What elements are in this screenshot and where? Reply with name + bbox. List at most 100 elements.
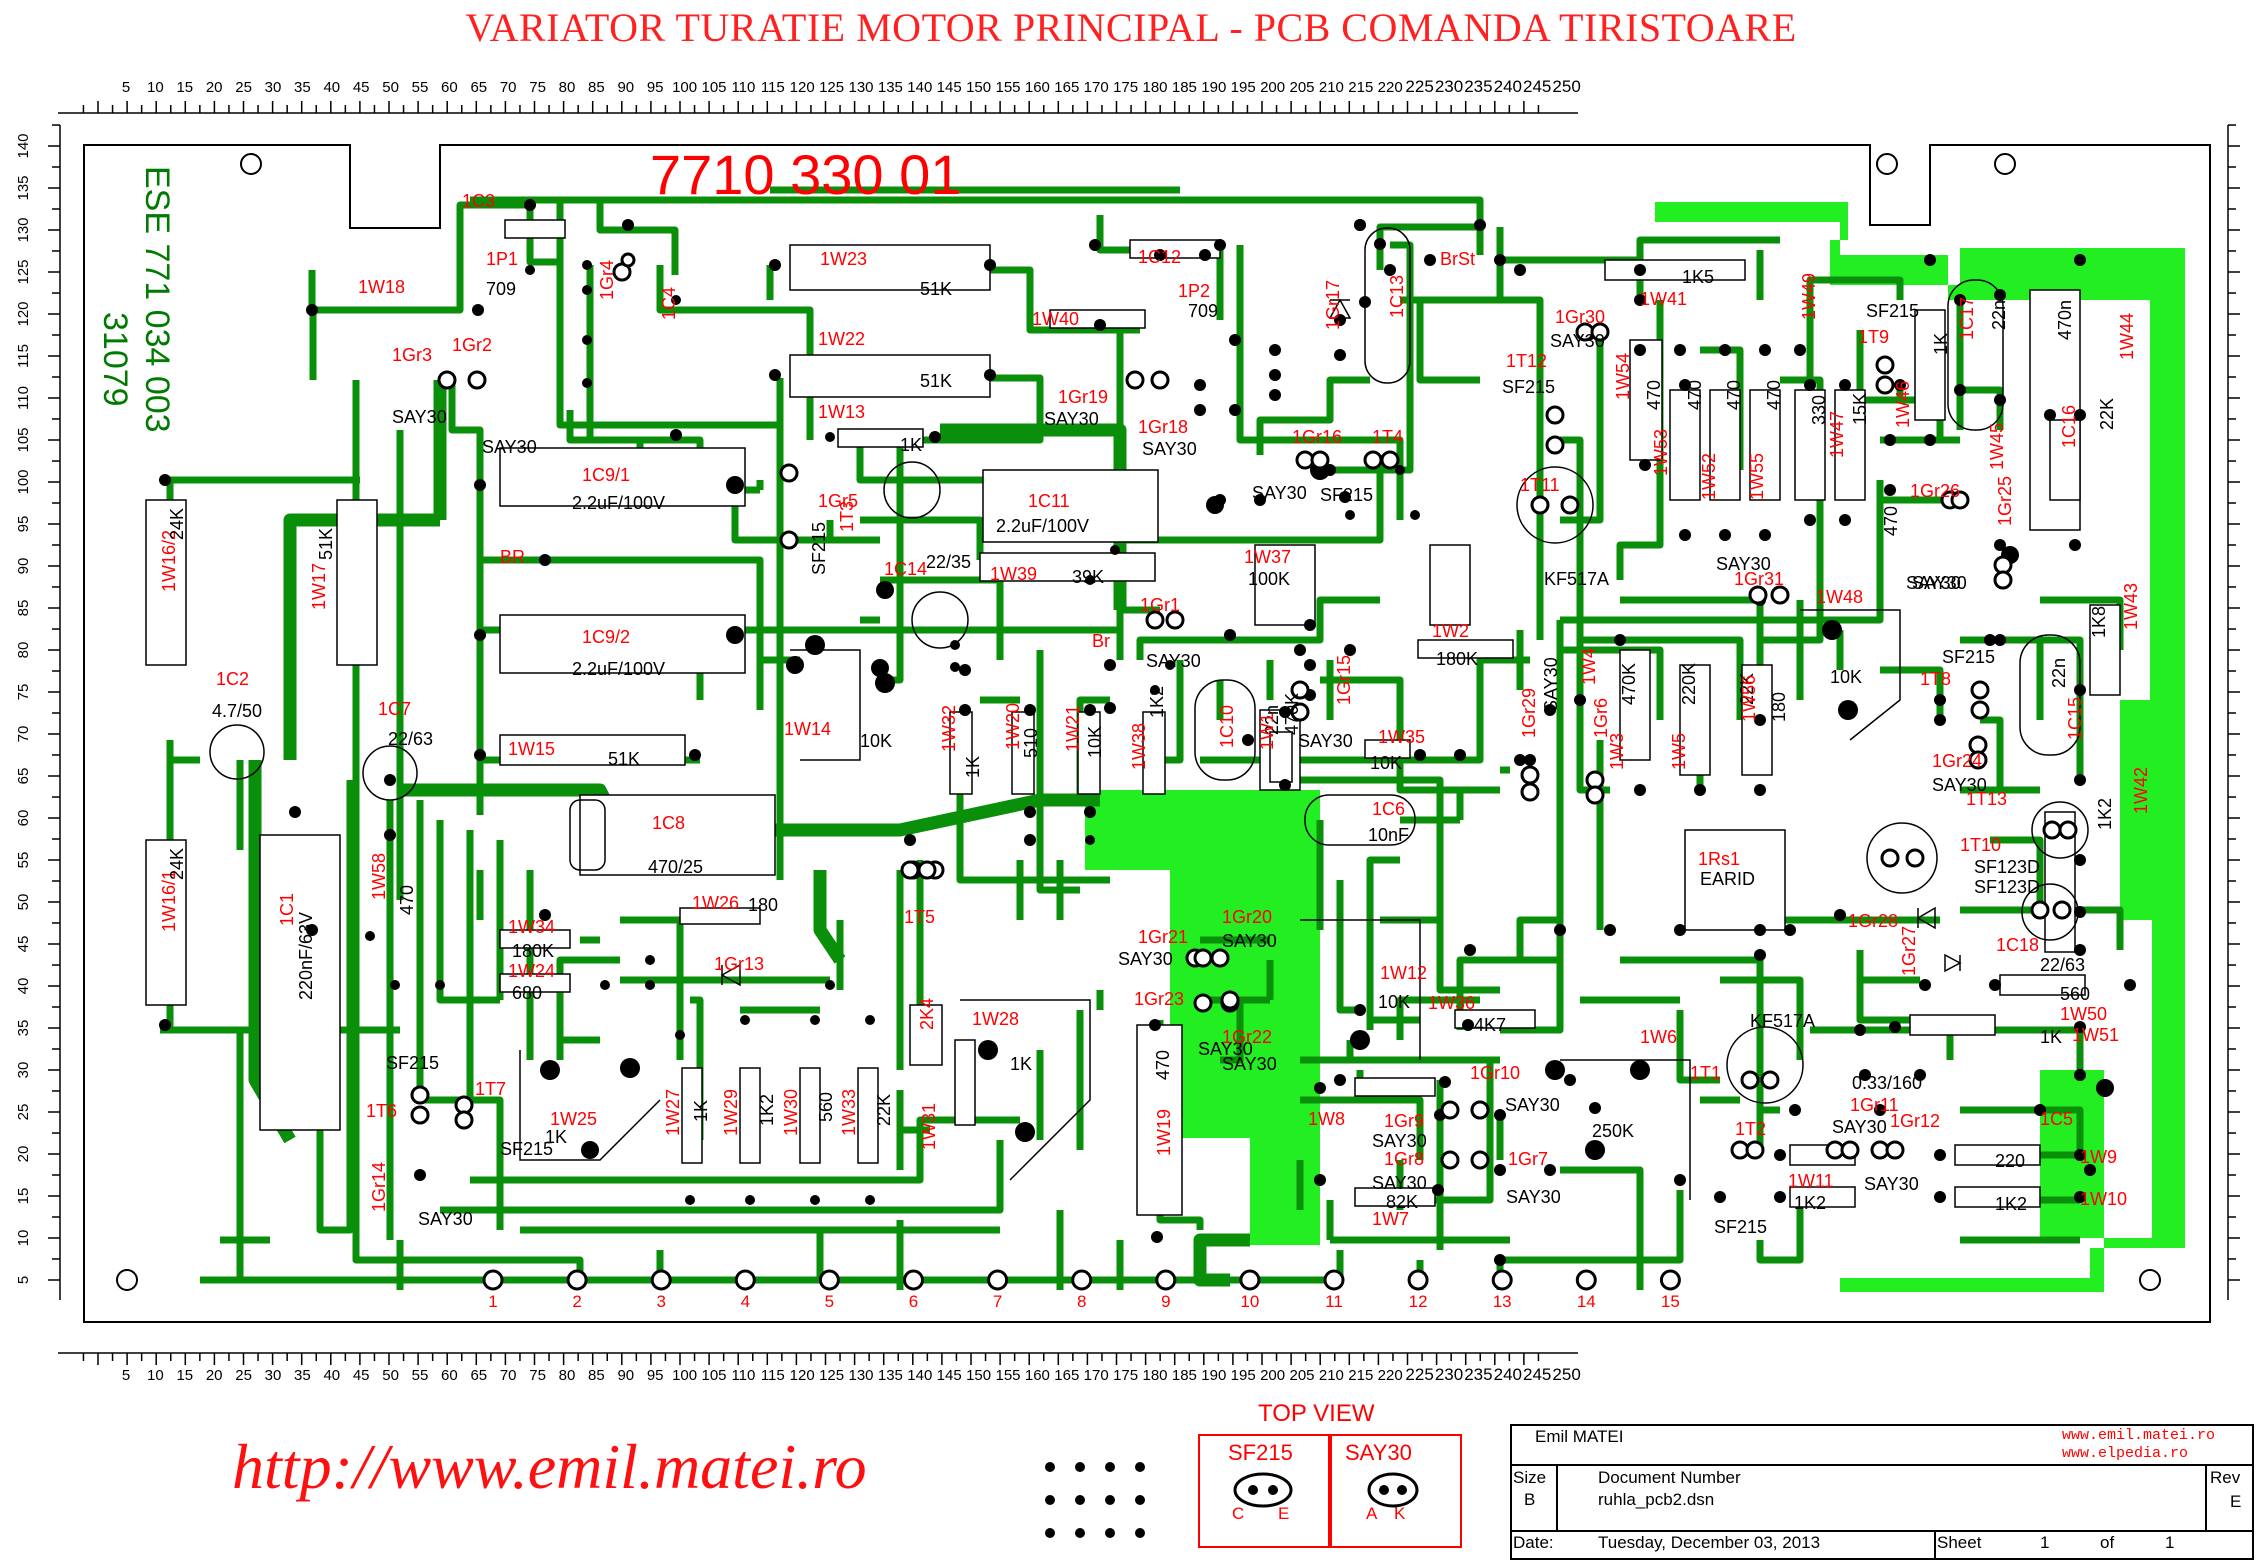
connector-number: 12 (1408, 1292, 1428, 1311)
component-value-label: 1K (2040, 1027, 2063, 1047)
component-ref-label: 1Gr29 (1519, 687, 1539, 738)
ruler-tick-label: 195 (1231, 1367, 1256, 1384)
ruler-tick-label: 150 (966, 79, 991, 96)
component-value-label: SAY30 (1932, 775, 1987, 795)
ruler-tick-label: 75 (15, 684, 32, 701)
component-value-label: 510 (1021, 727, 1041, 758)
component-ref-label: 1T9 (1858, 327, 1890, 347)
website-link[interactable]: http://www.emil.matei.ro (232, 1431, 867, 1502)
title-block-link2[interactable]: www.elpedia.ro (2062, 1445, 2189, 1462)
title-block-sheet-label: Sheet (1937, 1533, 1982, 1552)
ruler-tick-label: 50 (382, 79, 399, 96)
drawing-title: VARIATOR TURATIE MOTOR PRINCIPAL - PCB C… (465, 5, 1797, 50)
component-ref-label: 1W31 (919, 1102, 939, 1150)
component-value-label: 250K (1592, 1121, 1635, 1141)
component-value-label: SAY30 (1222, 931, 1277, 951)
top-view-sf215-name: SF215 (1228, 1440, 1293, 1465)
component-ref-label: 1W37 (1244, 547, 1292, 567)
ruler-tick-label: 110 (731, 1367, 755, 1384)
component-ref-label: 1Gr14 (369, 1161, 389, 1212)
ruler-tick-label: 110 (731, 79, 755, 96)
component-ref-label: 1W46 (1893, 380, 1913, 428)
component-value-label: 220K (1679, 662, 1699, 705)
component-value-label: SF123D (1974, 857, 2041, 877)
top-view-sf215-pin-c: C (1232, 1504, 1245, 1523)
component-value-label: 51K (316, 527, 336, 560)
diode-symbols (720, 298, 1962, 987)
ruler-tick-label: 15 (176, 79, 193, 96)
connector-pad (818, 1269, 840, 1291)
ruler-tick-label: 155 (995, 1367, 1020, 1384)
component-ref-label: 1T7 (475, 1079, 507, 1099)
component-ref-label: 1W51 (2072, 1025, 2120, 1045)
title-block-rule1 (1510, 1464, 2252, 1466)
title-block-docnum-label: Document Number (1598, 1468, 1741, 1487)
component-value-label: SAY30 (1252, 483, 1307, 503)
connector-pad (903, 1269, 924, 1291)
ruler-tick-label: 35 (15, 1020, 32, 1037)
component-value-label: SAY30 (1550, 331, 1605, 351)
ruler-tick-label: 95 (647, 79, 664, 96)
top-view-sf215-pin-e: E (1278, 1504, 1290, 1523)
component-value-label: 10K (1370, 753, 1403, 773)
component-value-label: 1K2 (1995, 1194, 2028, 1214)
component-ref-label: 1W33 (839, 1088, 859, 1136)
component-ref-label: 1W14 (784, 719, 832, 739)
component-value-label: SAY30 (1505, 1095, 1560, 1115)
copper-pour (1085, 202, 2185, 1292)
ruler-tick-label: 60 (15, 810, 32, 827)
connector-number: 7 (992, 1292, 1003, 1311)
ruler-tick-label: 15 (15, 1188, 32, 1205)
component-ref-label: 1W52 (1699, 452, 1719, 500)
component-ref-label: 1Gr20 (1222, 907, 1273, 927)
ruler-tick-label: 210 (1319, 1367, 1344, 1384)
ruler-tick-label: 105 (15, 427, 32, 452)
board-code-line2: 31079 (96, 312, 134, 407)
ruler-tick-label: 15 (176, 1367, 193, 1384)
component-value-label: SAY30 (1372, 1131, 1427, 1151)
component-value-label: 1K2 (1794, 1193, 1827, 1213)
connector-number: 8 (1076, 1292, 1087, 1311)
component-value-label: 4.7/50 (212, 701, 263, 721)
component-value-label: 1K (1931, 332, 1951, 355)
component-ref-label: 1W36 (1428, 993, 1476, 1013)
component-ref-label: 1Gr31 (1734, 569, 1785, 589)
component-ref-label: 1C9/2 (582, 627, 631, 647)
component-value-label: 51K (920, 371, 953, 391)
component-value-label: SAY30 (1044, 409, 1099, 429)
component-value-label: 1K8 (2089, 605, 2109, 638)
pads (159, 199, 2136, 1266)
component-value-label: 470 (1153, 1049, 1173, 1080)
ruler-tick-label: 85 (588, 79, 605, 96)
part-outlines (209, 227, 2089, 1200)
component-ref-label: 1T10 (1960, 835, 2002, 855)
component-ref-label: 1W42 (2131, 766, 2151, 814)
title-block-link1[interactable]: www.emil.matei.ro (2062, 1427, 2216, 1444)
ruler-tick-label: 95 (647, 1367, 664, 1384)
component-value-label: 22n (1989, 299, 2009, 330)
component-ref-label: 1W8 (1308, 1109, 1346, 1129)
ruler-tick-label: 20 (206, 79, 223, 96)
component-value-label: 15K (1850, 392, 1870, 425)
component-ref-label: 1W5 (1669, 732, 1689, 770)
component-ref-label: 1W53 (1651, 428, 1671, 476)
component-ref-label: 1W1 (1257, 712, 1277, 750)
component-value-label: 39K (1072, 567, 1105, 587)
component-value-label: SAY30 (1222, 1054, 1277, 1074)
component-ref-label: 1Gr6 (1591, 697, 1611, 738)
component-value-label: 470 (397, 884, 417, 915)
component-value-label: 0.33/160 (1852, 1073, 1923, 1093)
component-value-label: SAY30 (482, 437, 537, 457)
ruler-tick-label: 160 (1025, 79, 1050, 96)
ruler-tick-label: 140 (907, 79, 932, 96)
component-value-label: SAY30 (1716, 554, 1771, 574)
component-ref-label: 1C17 (1957, 296, 1977, 340)
component-ref-label: 1W56 (1739, 674, 1759, 722)
component-value-label: SAY30 (1118, 949, 1173, 969)
component-ref-label: 1Gr21 (1138, 927, 1189, 947)
ruler-tick-label: 155 (995, 79, 1020, 96)
connector-number: 5 (824, 1292, 835, 1311)
component-ref-label: 1W13 (818, 402, 866, 422)
ruler-tick-label: 20 (15, 1146, 32, 1163)
